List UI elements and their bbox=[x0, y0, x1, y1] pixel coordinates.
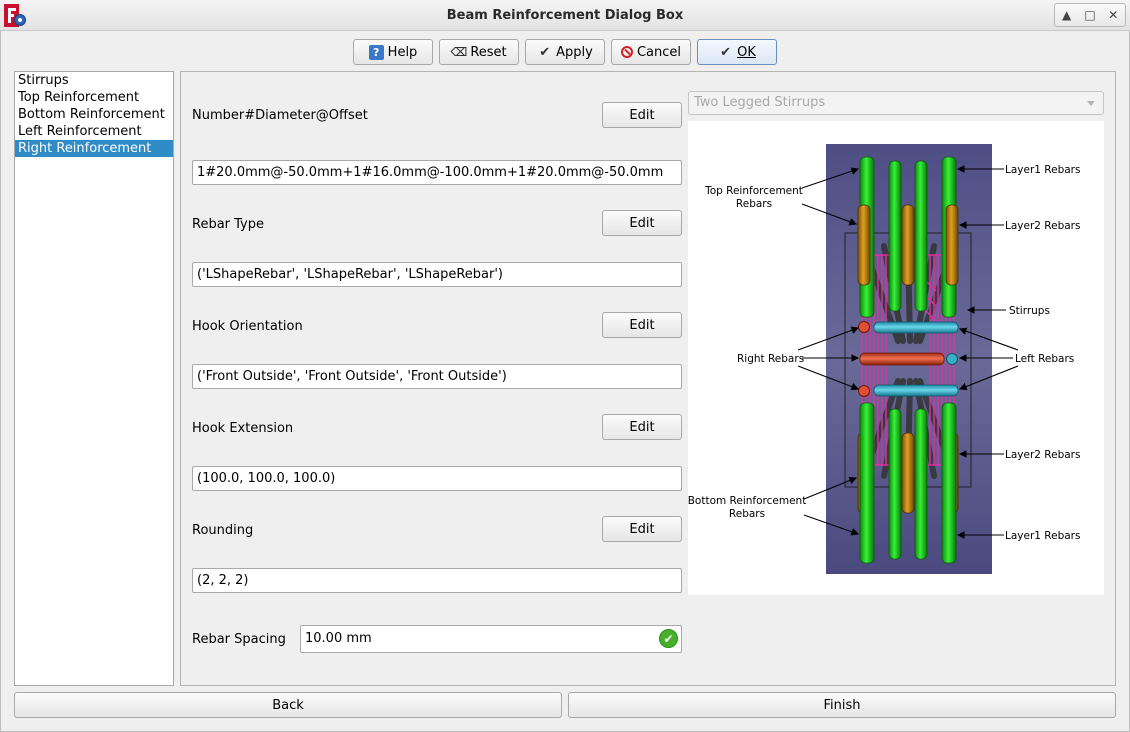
label-layer2-bottom: Layer2 Rebars bbox=[1005, 449, 1080, 461]
rebar-type-field[interactable]: ('LShapeRebar', 'LShapeRebar', 'LShapeRe… bbox=[192, 262, 682, 287]
edit-number-diameter-offset-button[interactable]: Edit bbox=[602, 102, 682, 128]
check-icon: ✔ bbox=[720, 44, 732, 60]
right-rebars bbox=[858, 321, 945, 397]
rebar-spacing-field[interactable]: 10.00 mm ✔ bbox=[300, 625, 682, 653]
label-layer2-top: Layer2 Rebars bbox=[1005, 220, 1080, 232]
window-controls: ▲ □ ✕ bbox=[1054, 3, 1126, 27]
help-button[interactable]: ? Help bbox=[353, 39, 433, 65]
reinforcement-diagram: Top Reinforcement Rebars Layer1 Rebars L… bbox=[688, 121, 1104, 595]
label-bottom-reinforcement-line1: Bottom Reinforcement bbox=[688, 495, 806, 507]
left-rebars bbox=[873, 321, 959, 397]
label-right-rebars: Right Rebars bbox=[737, 353, 804, 365]
reinforcement-list: Stirrups Top Reinforcement Bottom Reinfo… bbox=[14, 71, 174, 686]
edit-rebar-type-button[interactable]: Edit bbox=[602, 210, 682, 236]
backspace-icon: ⌫ bbox=[450, 45, 468, 59]
reset-label: Reset bbox=[470, 44, 507, 60]
hook-orientation-label: Hook Orientation bbox=[192, 319, 303, 334]
label-bottom-reinforcement-line2: Rebars bbox=[729, 508, 765, 520]
hook-extension-label: Hook Extension bbox=[192, 421, 294, 436]
maximize-up-icon[interactable]: ▲ bbox=[1062, 8, 1072, 22]
top-layer2-rebars bbox=[857, 204, 959, 286]
edit-hook-extension-button[interactable]: Edit bbox=[602, 414, 682, 440]
sidebar-item-bottom-reinforcement[interactable]: Bottom Reinforcement bbox=[18, 107, 165, 122]
number-diameter-offset-field[interactable]: 1#20.0mm@-50.0mm+1#16.0mm@-100.0mm+1#20.… bbox=[192, 160, 682, 185]
number-diameter-offset-label: Number#Diameter@Offset bbox=[192, 108, 368, 123]
help-icon: ? bbox=[368, 44, 384, 60]
stirrup-type-select[interactable]: Two Legged Stirrups bbox=[688, 91, 1104, 115]
rebar-spacing-value: 10.00 mm bbox=[305, 631, 372, 646]
label-top-reinforcement-line2: Rebars bbox=[736, 198, 772, 210]
label-stirrups: Stirrups bbox=[1009, 305, 1050, 317]
check-icon: ✔ bbox=[539, 44, 551, 60]
valid-check-icon: ✔ bbox=[659, 629, 678, 648]
label-top-reinforcement-line1: Top Reinforcement bbox=[704, 185, 803, 197]
sidebar-item-right-reinforcement[interactable]: Right Reinforcement bbox=[15, 140, 173, 157]
leader-lines bbox=[797, 165, 1019, 539]
apply-label: Apply bbox=[556, 44, 593, 60]
close-icon[interactable]: ✕ bbox=[1108, 8, 1119, 22]
finish-button[interactable]: Finish bbox=[568, 692, 1116, 718]
freecad-app-icon bbox=[4, 4, 26, 27]
help-label: Help bbox=[387, 44, 418, 60]
rebar-spacing-label: Rebar Spacing bbox=[192, 632, 286, 647]
back-button[interactable]: Back bbox=[14, 692, 562, 718]
ok-button[interactable]: ✔ OK bbox=[697, 39, 777, 65]
apply-button[interactable]: ✔ Apply bbox=[525, 39, 605, 65]
sidebar-item-left-reinforcement[interactable]: Left Reinforcement bbox=[18, 124, 142, 139]
edit-hook-orientation-button[interactable]: Edit bbox=[602, 312, 682, 338]
reset-button[interactable]: ⌫ Reset bbox=[439, 39, 519, 65]
cancel-icon bbox=[620, 46, 633, 58]
label-layer1-bottom: Layer1 Rebars bbox=[1005, 530, 1080, 542]
rounding-label: Rounding bbox=[192, 523, 254, 538]
window-title: Beam Reinforcement Dialog Box bbox=[446, 8, 684, 23]
title-bar: Beam Reinforcement Dialog Box ▲ □ ✕ bbox=[0, 0, 1130, 31]
cancel-label: Cancel bbox=[636, 44, 682, 60]
rebar-type-label: Rebar Type bbox=[192, 217, 265, 232]
sidebar-item-top-reinforcement[interactable]: Top Reinforcement bbox=[18, 90, 140, 105]
reinforcement-diagram-svg: Top Reinforcement Rebars Layer1 Rebars L… bbox=[688, 144, 1080, 574]
hook-extension-field[interactable]: (100.0, 100.0, 100.0) bbox=[192, 466, 682, 491]
hook-orientation-field[interactable]: ('Front Outside', 'Front Outside', 'Fron… bbox=[192, 364, 682, 389]
stirrup-type-value: Two Legged Stirrups bbox=[694, 95, 826, 110]
rounding-field[interactable]: (2, 2, 2) bbox=[192, 568, 682, 593]
edit-rounding-button[interactable]: Edit bbox=[602, 516, 682, 542]
sidebar-item-stirrups[interactable]: Stirrups bbox=[18, 73, 69, 88]
bottom-layer1-rebars bbox=[859, 402, 957, 564]
label-left-rebars: Left Rebars bbox=[1015, 353, 1074, 365]
ok-label: OK bbox=[737, 44, 756, 60]
restore-icon[interactable]: □ bbox=[1084, 8, 1096, 22]
cancel-button[interactable]: Cancel bbox=[611, 39, 691, 65]
chevron-down-icon bbox=[1087, 101, 1095, 106]
label-layer1-top: Layer1 Rebars bbox=[1005, 164, 1080, 176]
